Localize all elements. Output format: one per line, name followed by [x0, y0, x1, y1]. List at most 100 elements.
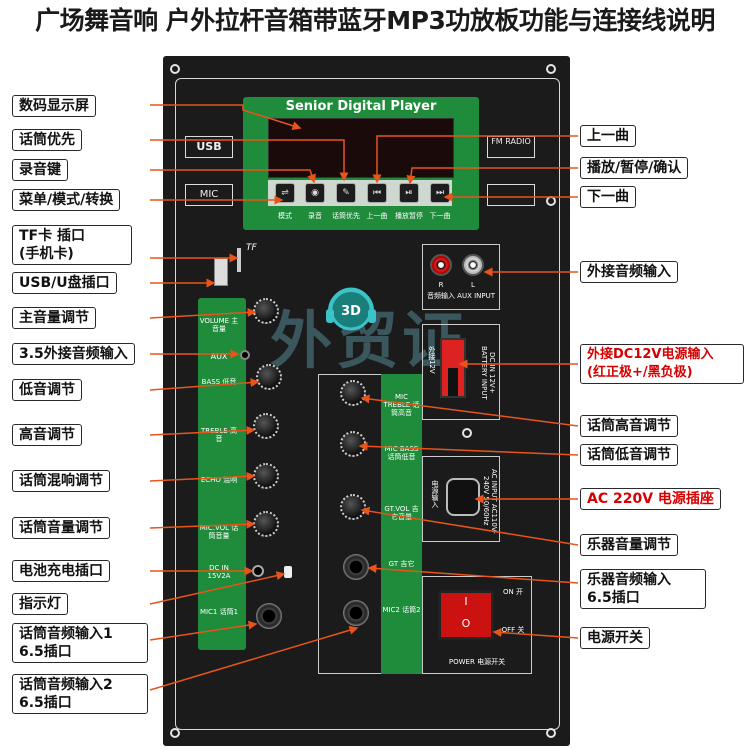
- bass-label: BASS 低音: [201, 378, 237, 386]
- screw-icon: [546, 728, 556, 738]
- echo-label: ECHO 混响: [200, 476, 238, 484]
- callout-usb: USB/U盘插口: [12, 272, 117, 294]
- indicator-light-icon: [284, 566, 292, 578]
- mic-volume-knob[interactable]: [253, 511, 279, 537]
- rca-left-jack[interactable]: [462, 254, 484, 276]
- player-title: Senior Digital Player: [285, 99, 437, 114]
- bass-knob[interactable]: [256, 364, 282, 390]
- callout-mic-bass: 话筒低音调节: [580, 444, 678, 466]
- callout-echo: 话筒混响调节: [12, 470, 110, 492]
- callout-mic-treble: 话筒高音调节: [580, 415, 678, 437]
- mic-treble-label: MIC TREBLE 话筒高音: [383, 393, 420, 417]
- callout-record: 录音键: [12, 159, 68, 181]
- dc-in-label: DC IN 15V2A: [207, 564, 231, 580]
- callout-mic-priority: 话筒优先: [12, 129, 82, 151]
- callout-indicator: 指示灯: [12, 593, 68, 615]
- aux-label: AUX: [210, 352, 228, 361]
- aux-3-5-jack[interactable]: [240, 350, 250, 360]
- dc-input-label: DC IN 12V+ BATTERY INPUT: [480, 346, 496, 400]
- digital-display: [268, 118, 454, 178]
- callout-mic1-line2: 6.5插口: [19, 644, 72, 660]
- volume-label: VOLUME 主音量: [199, 317, 239, 333]
- mic-treble-knob[interactable]: [340, 380, 366, 406]
- screw-icon: [170, 728, 180, 738]
- instrument-jack[interactable]: [343, 554, 369, 580]
- mic-bass-knob[interactable]: [340, 431, 366, 457]
- prev-track-button[interactable]: ⏮: [367, 183, 387, 203]
- prev-icon: ⏮: [372, 188, 382, 198]
- callout-tf-card: TF卡 插口 (手机卡): [12, 225, 132, 265]
- main-volume-knob[interactable]: [253, 298, 279, 324]
- aux-input-box: [422, 244, 500, 310]
- callout-prev-track: 上一曲: [580, 125, 636, 147]
- right-control-strip: [381, 374, 422, 674]
- gt-label: GT 吉它: [388, 560, 415, 568]
- callout-dc-input: 外接DC12V电源输入 (红正极+/黑负极): [580, 344, 744, 384]
- power-off-mark: O: [461, 617, 471, 630]
- treble-label: TREBLE 高音: [201, 427, 237, 443]
- callout-tf-card-line1: TF卡 插口: [19, 228, 85, 244]
- callout-treble: 高音调节: [12, 424, 82, 446]
- tf-label: TF: [246, 243, 257, 253]
- player-button-strip: [268, 180, 452, 206]
- usb-port[interactable]: [214, 258, 228, 286]
- rca-right-jack[interactable]: [430, 254, 452, 276]
- mic1-jack[interactable]: [256, 603, 282, 629]
- play-pause-button[interactable]: ⏯: [399, 183, 419, 203]
- power-on-label: ON 开: [503, 588, 523, 596]
- button-caption: 话筒优先: [332, 212, 360, 220]
- power-switch[interactable]: [438, 590, 494, 640]
- ac-input-label: AC INPUT AC110V-240V 50/60Hz: [482, 468, 498, 534]
- next-icon: ⏭: [435, 188, 445, 198]
- callout-aux-input: 外接音频输入: [580, 261, 678, 283]
- callout-power-switch: 电源开关: [580, 627, 650, 649]
- button-caption: 播放暂停: [395, 212, 423, 220]
- left-control-strip: [198, 298, 246, 650]
- callout-mic2-line1: 话筒音频输入2: [19, 677, 113, 693]
- button-caption: 上一曲: [366, 212, 388, 220]
- mic2-jack[interactable]: [343, 600, 369, 626]
- tf-slot[interactable]: [237, 248, 241, 272]
- callout-dc-line1: 外接DC12V电源输入: [587, 347, 714, 362]
- ac-side-label: 电源输入: [431, 480, 439, 508]
- callout-main-volume: 主音量调节: [12, 307, 96, 329]
- mic-priority-icon: ✎: [342, 188, 350, 198]
- treble-knob[interactable]: [253, 413, 279, 439]
- callout-aux-3-5: 3.5外接音频输入: [12, 343, 135, 365]
- callout-next-track: 下一曲: [580, 186, 636, 208]
- callout-instrument-line1: 乐器音频输入: [587, 572, 671, 588]
- headphone-logo-icon: 3D: [326, 287, 376, 331]
- fm-radio-logo: FM RADIO: [487, 136, 535, 158]
- echo-knob[interactable]: [253, 463, 279, 489]
- callout-display: 数码显示屏: [12, 95, 96, 117]
- page-title: 广场舞音响 户外拉杆音箱带蓝牙MP3功放板功能与连接线说明: [35, 6, 715, 35]
- screw-icon: [462, 428, 472, 438]
- ac-socket[interactable]: [446, 478, 480, 516]
- rca-r-label: R: [438, 281, 444, 289]
- logo-text: 3D: [341, 304, 361, 319]
- callout-instrument-volume: 乐器音量调节: [580, 534, 678, 556]
- callout-tf-card-line2: (手机卡): [19, 246, 74, 262]
- callout-charge-port: 电池充电插口: [12, 560, 110, 582]
- callout-instrument-line2: 6.5插口: [587, 590, 640, 606]
- power-label: POWER 电源开关: [448, 658, 506, 666]
- aux-input-label: 音频输入 AUX INPUT: [426, 292, 496, 300]
- callout-mic1-line1: 话筒音频输入1: [19, 626, 113, 642]
- record-button[interactable]: ◉: [305, 183, 325, 203]
- callout-menu-mode: 菜单/模式/转换: [12, 189, 121, 211]
- mic-vol-label: MIC.VOL 话筒音量: [199, 524, 239, 540]
- instrument-volume-knob[interactable]: [340, 494, 366, 520]
- dc-negative-terminal: [448, 368, 458, 396]
- callout-instrument-input: 乐器音频输入 6.5插口: [580, 569, 706, 609]
- button-caption: 下一曲: [429, 212, 451, 220]
- menu-mode-button[interactable]: ⇌: [275, 183, 295, 203]
- dc-charge-port[interactable]: [252, 565, 264, 577]
- rca-l-label: L: [471, 281, 475, 289]
- screw-icon: [546, 196, 556, 206]
- power-on-mark: I: [464, 595, 468, 608]
- next-track-button[interactable]: ⏭: [430, 183, 450, 203]
- menu-icon: ⇌: [281, 188, 289, 198]
- mic-priority-button[interactable]: ✎: [336, 183, 356, 203]
- callout-ac-socket: AC 220V 电源插座: [580, 488, 721, 510]
- record-icon: ◉: [311, 188, 319, 198]
